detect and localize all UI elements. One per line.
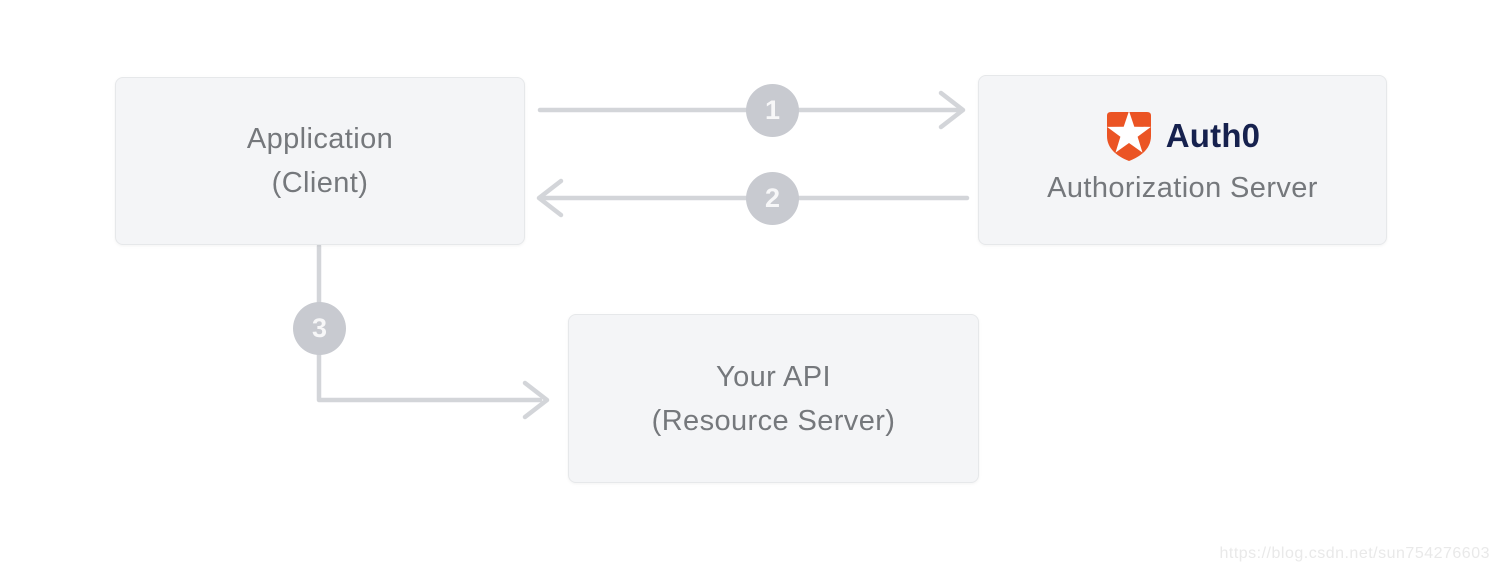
api-title: Your API xyxy=(716,360,831,393)
step-badge-3: 3 xyxy=(293,302,346,355)
arrow-3-head-icon xyxy=(522,380,550,420)
step-badge-2: 2 xyxy=(746,172,799,225)
node-authorization-server: Auth0 Authorization Server xyxy=(978,75,1387,245)
auth0-subtitle: Authorization Server xyxy=(1047,172,1318,204)
step-badge-1: 1 xyxy=(746,84,799,137)
auth0-shield-icon xyxy=(1106,111,1151,161)
watermark-url: https://blog.csdn.net/sun754276603 xyxy=(1219,545,1490,562)
application-subtitle: (Client) xyxy=(271,167,369,199)
auth0-brand-name: Auth0 xyxy=(1165,117,1261,154)
application-title: Application xyxy=(246,123,394,155)
arrow-2-head-icon xyxy=(536,178,564,218)
arrow-1-head-icon xyxy=(938,90,966,130)
step-number-3: 3 xyxy=(311,313,328,343)
arrow-3-line xyxy=(316,243,543,403)
auth0-brand-row: Auth0 xyxy=(1105,110,1261,162)
api-subtitle: (Resource Server) xyxy=(651,404,896,437)
node-resource-server: Your API (Resource Server) xyxy=(568,314,979,483)
step-number-1: 1 xyxy=(764,95,781,125)
node-application-client: Application (Client) xyxy=(115,77,525,245)
step-number-2: 2 xyxy=(764,183,781,213)
